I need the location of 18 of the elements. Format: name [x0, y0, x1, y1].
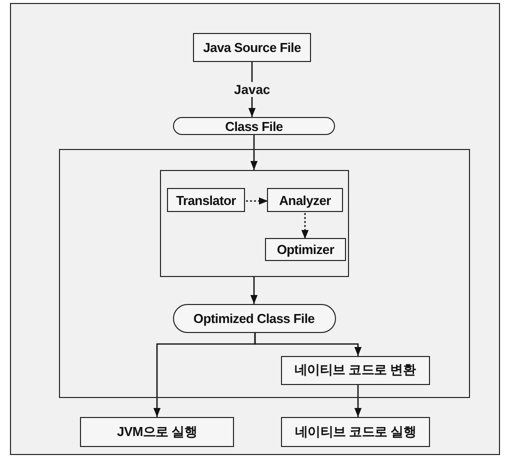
- group-box: [160, 170, 348, 276]
- edge-label: Javac: [232, 82, 272, 97]
- arrow: [354, 385, 362, 417]
- file-pill: Optimized Class File: [172, 304, 336, 332]
- process-box: Translator: [167, 188, 245, 212]
- arrow: [301, 213, 309, 239]
- group-box: [59, 149, 470, 398]
- process-box: Optimizer: [265, 238, 346, 261]
- arrow: [254, 333, 362, 356]
- process-box: 네이티브 코드로 변환: [280, 356, 430, 384]
- arrow: [250, 277, 258, 304]
- process-box: Analyzer: [267, 188, 343, 212]
- file-pill: Class File: [173, 117, 335, 135]
- arrow: [250, 135, 258, 170]
- arrow: [246, 197, 268, 205]
- process-box: Java Source File: [193, 33, 311, 62]
- process-box: JVM으로 실행: [80, 417, 234, 447]
- process-box: 네이티브 코드로 실행: [281, 417, 430, 447]
